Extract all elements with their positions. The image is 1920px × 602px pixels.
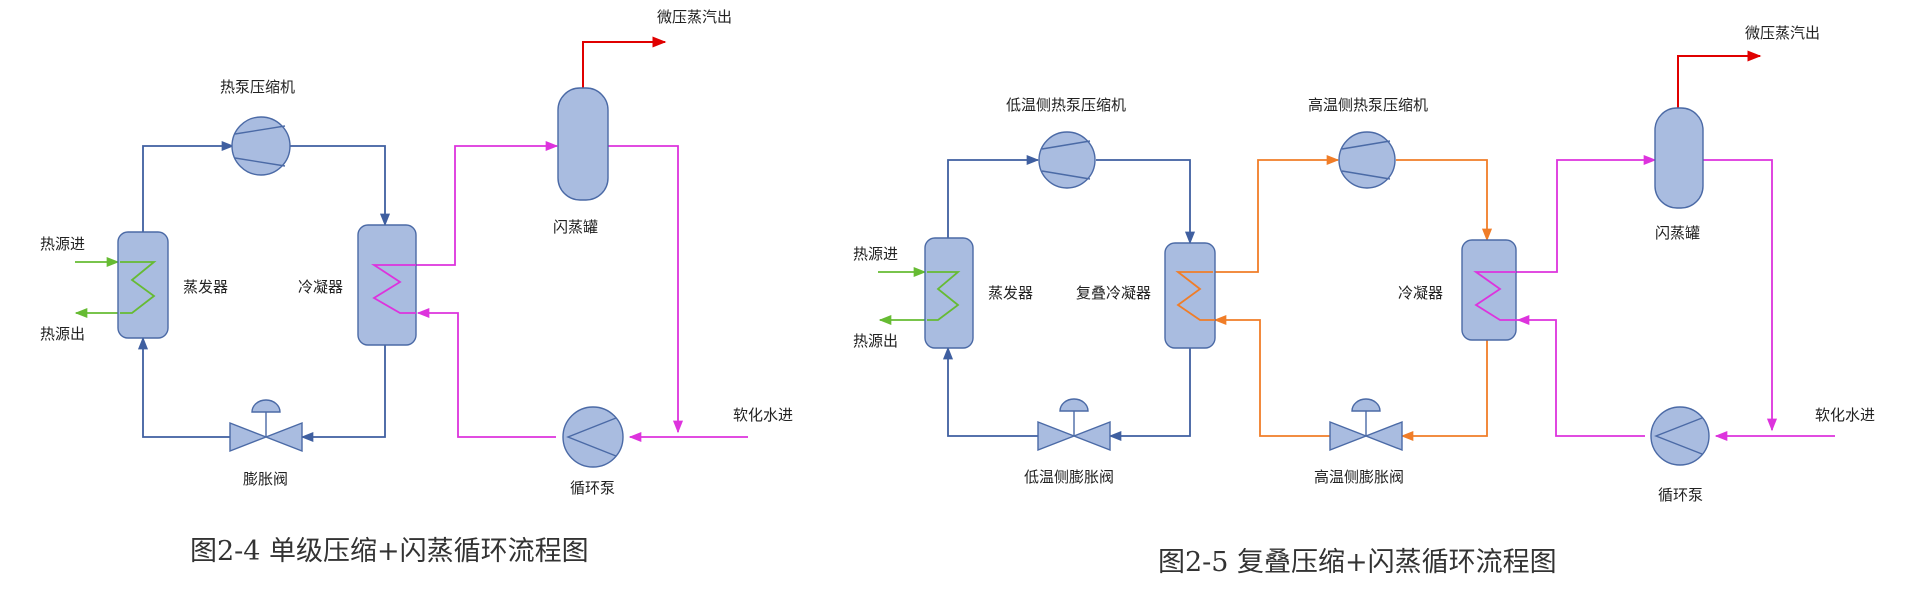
flash-tank-label: 闪蒸罐 [553,218,598,236]
high-valve-label: 高温侧膨胀阀 [1314,468,1404,486]
low-compressor-label: 低温侧热泵压缩机 [1006,96,1126,114]
condenser [357,224,417,346]
evaporator-label: 蒸发器 [183,278,228,296]
water-loop-lines-2 [1516,154,1835,442]
soft-water-in-label-2: 软化水进 [1815,406,1875,424]
circulation-pump-2 [1650,406,1710,466]
compressor-label: 热泵压缩机 [220,78,295,96]
heat-out-label: 热源出 [40,325,85,343]
heat-out-label-2: 热源出 [853,332,898,350]
cascade-condenser-label: 复叠冷凝器 [1076,284,1151,302]
condenser-label: 冷凝器 [298,278,343,296]
high-temp-compressor [1338,131,1396,189]
steam-out-line [582,36,667,88]
high-temp-expansion-valve [1329,398,1403,452]
flash-tank-label-2: 闪蒸罐 [1655,224,1700,242]
expansion-valve-label: 膨胀阀 [243,470,288,488]
high-compressor-label: 高温侧热泵压缩机 [1308,96,1428,114]
flash-tank-2 [1654,107,1704,209]
expansion-valve [229,399,303,453]
steam-out-label: 微压蒸汽出 [657,8,732,26]
condenser-2 [1461,239,1518,341]
heat-in-label: 热源进 [40,235,85,253]
evaporator-2 [924,237,974,349]
steam-out-label-2: 微压蒸汽出 [1745,24,1820,42]
figure-single-stage: 热泵压缩机 蒸发器 冷凝器 闪蒸罐 膨胀阀 循环泵 热源进 热源出 微压蒸汽出 … [40,8,793,567]
figure-caption: 图2-4 单级压缩+闪蒸循环流程图 [190,536,589,567]
steam-out-line-2 [1677,50,1762,108]
flash-tank [557,87,609,201]
soft-water-in-label: 软化水进 [733,406,793,424]
circulation-pump [562,406,624,468]
refrigerant-loop-lines [137,140,391,443]
heat-pump-compressor [231,116,291,176]
heat-source-lines-2 [878,266,927,326]
pump-label-2: 循环泵 [1658,486,1703,504]
evaporator-label-2: 蒸发器 [988,284,1033,302]
low-temp-compressor [1038,131,1096,189]
low-temp-loop-lines [942,154,1196,442]
heat-in-label-2: 热源进 [853,245,898,263]
pump-label: 循环泵 [570,479,615,497]
high-temp-loop-lines [1213,154,1493,442]
water-loop-lines [416,140,748,443]
condenser-label-2: 冷凝器 [1398,284,1443,302]
evaporator [117,231,169,339]
cascade-condenser [1164,242,1216,349]
figure-caption-2: 图2-5 复叠压缩+闪蒸循环流程图 [1158,547,1557,578]
figure-cascade: 低温侧热泵压缩机 高温侧热泵压缩机 蒸发器 复叠冷凝器 冷凝器 闪蒸罐 低温侧膨… [853,24,1875,578]
low-temp-expansion-valve [1037,398,1111,452]
low-valve-label: 低温侧膨胀阀 [1024,468,1114,486]
heat-source-lines [74,256,120,319]
